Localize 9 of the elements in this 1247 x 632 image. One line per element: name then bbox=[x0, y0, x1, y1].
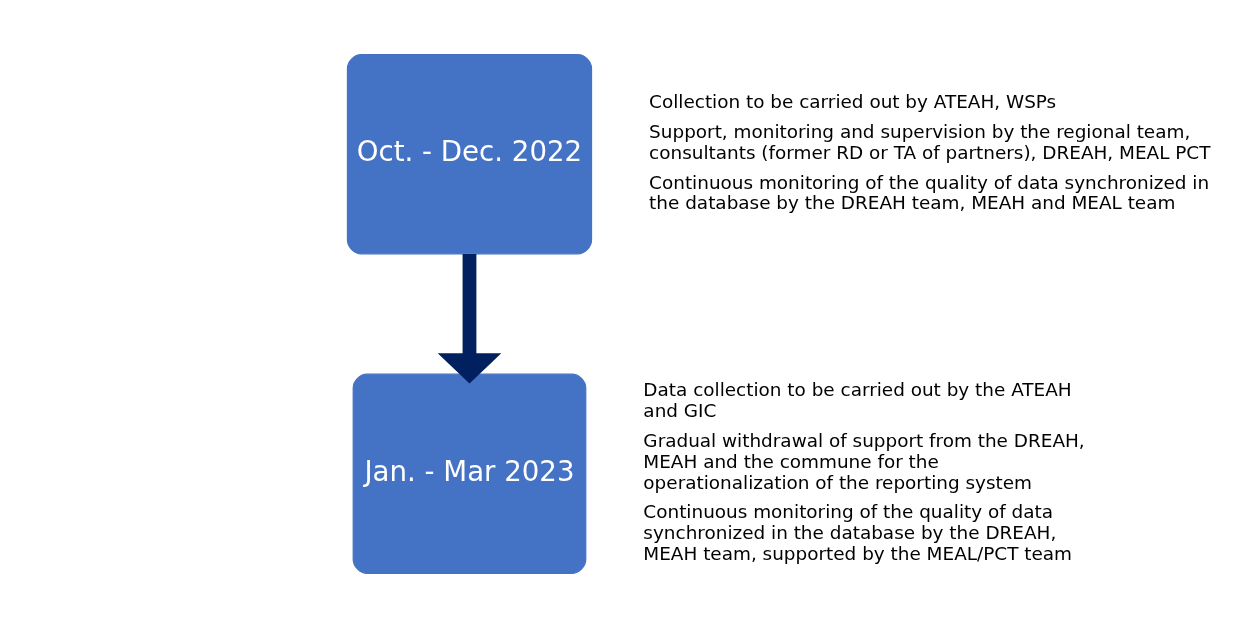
node-label: Support, monitoring and supervision by the regional team, consultants (former RD or TA of partners), DREAH, MEAL PCT bbox=[649, 120, 1211, 163]
node-box: Oct. - Dec. 2022 bbox=[346, 54, 593, 255]
node-label: Collection to be carried out by ATEAH, WSPs bbox=[649, 90, 1057, 112]
node-label: Continuous monitoring of the quality of data synchronized in the database by the DREAH, MEAH team, supported by the MEAL/PCT team bbox=[643, 501, 1072, 564]
arrow bbox=[437, 254, 502, 384]
node-label: Continuous monitoring of the quality of data synchronized in the database by the DREAH team, MEAH and MEAL team bbox=[649, 171, 1210, 214]
node-label: Data collection to be carried out by the ATEAH and GIC bbox=[643, 379, 1072, 422]
node-box: Jan. - Mar 2023 bbox=[352, 373, 587, 574]
node-label: Gradual withdrawal of support from the DREAH, MEAH and the commune for the operationalization of the reporting system bbox=[643, 430, 1085, 493]
